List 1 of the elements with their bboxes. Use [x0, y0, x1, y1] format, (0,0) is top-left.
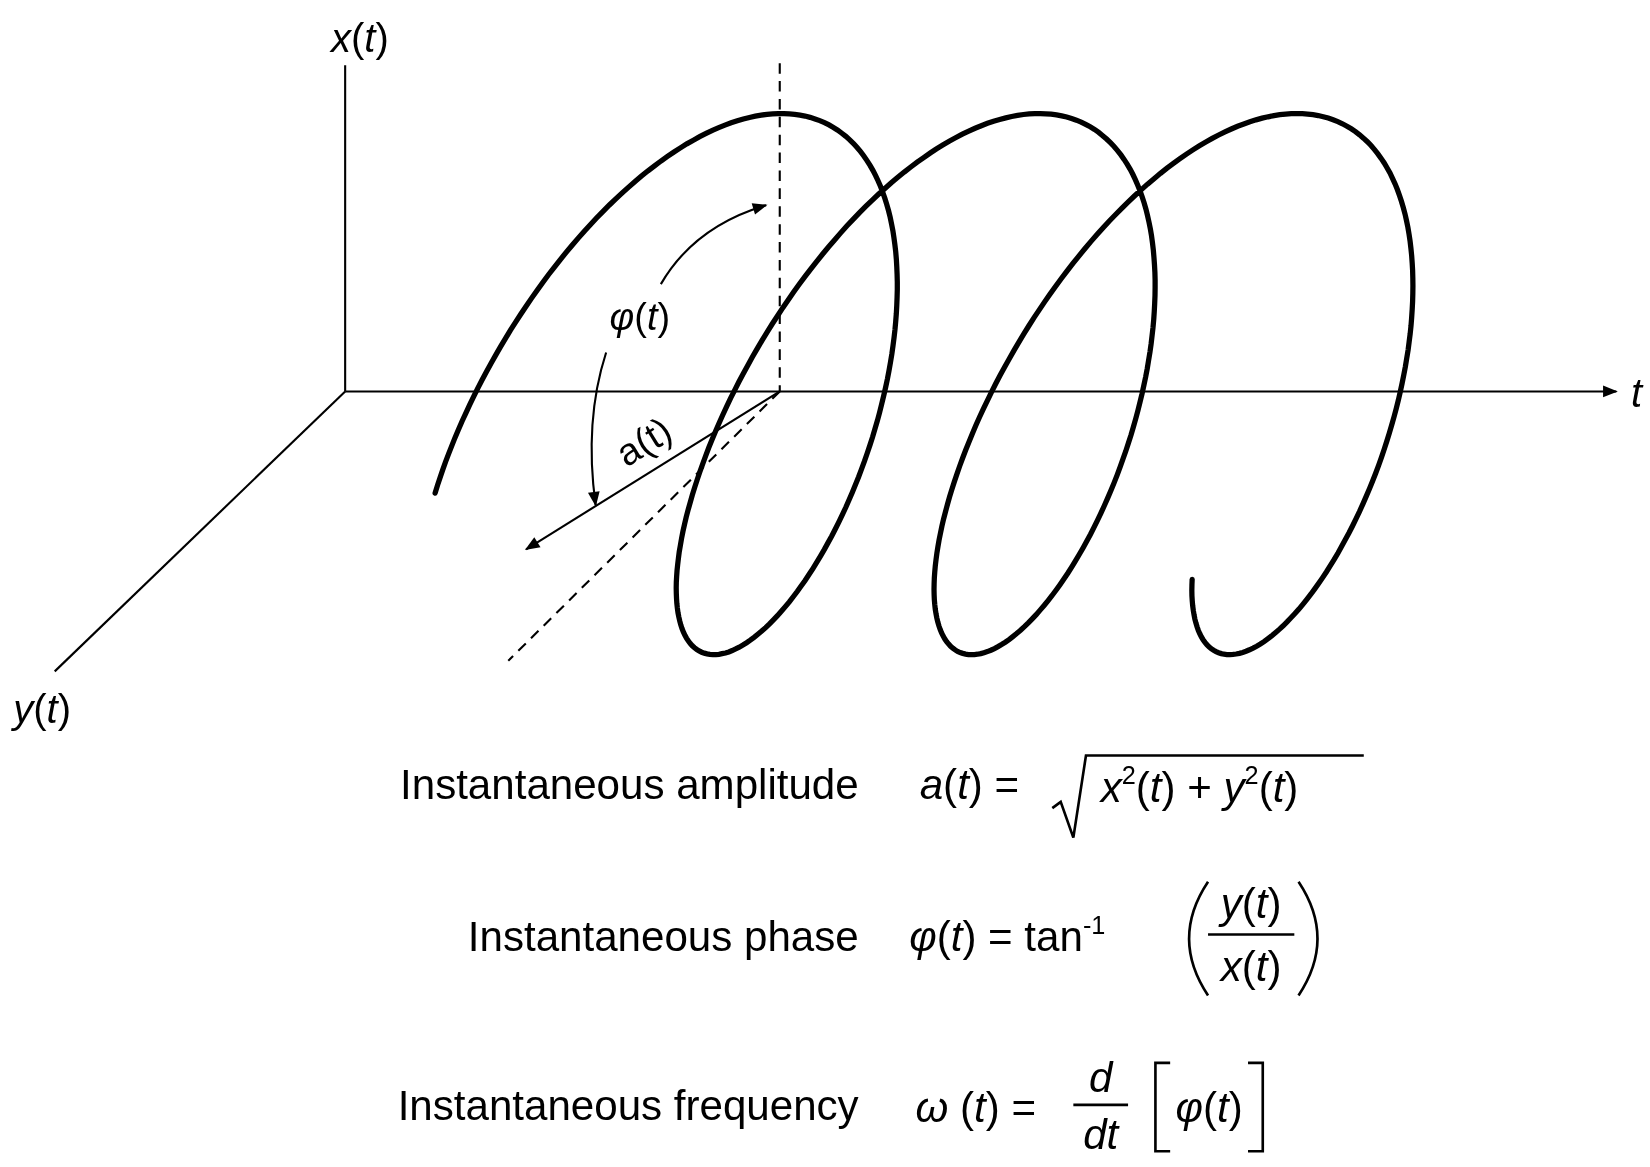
formula-text: φ(t) = tan$^{-1}$ — [907, 915, 1108, 958]
